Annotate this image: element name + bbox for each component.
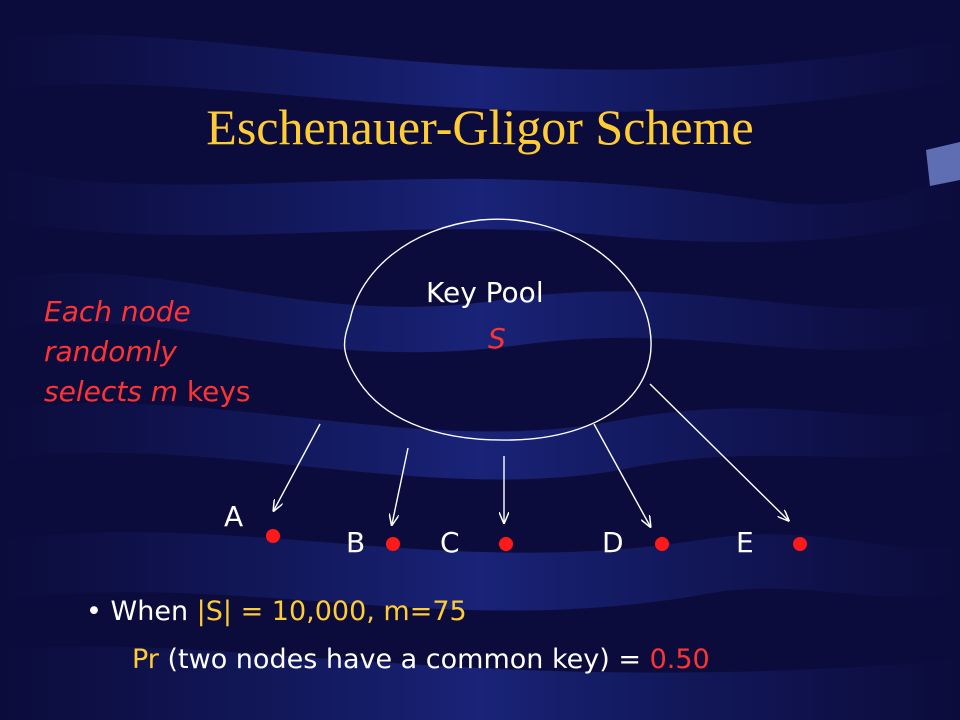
key-pool-circle xyxy=(343,218,652,441)
note-line-2: randomly xyxy=(44,335,177,368)
node-e-dot xyxy=(793,537,807,551)
node-b-dot xyxy=(386,537,400,551)
node-c-dot xyxy=(499,537,513,551)
arrow-to-b xyxy=(392,447,409,524)
note-m-variable: m xyxy=(150,375,178,408)
node-label-a: A xyxy=(224,500,244,533)
bullet-pr: Pr xyxy=(132,644,159,675)
arrow-to-d xyxy=(593,423,650,526)
note-line-3-suffix: keys xyxy=(177,375,251,408)
note-line-3-prefix: selects xyxy=(44,375,151,408)
node-label-e: E xyxy=(736,526,754,559)
key-pool-label: Key Pool xyxy=(426,276,544,309)
selection-note: Each node randomly selects m keys xyxy=(44,292,250,412)
slide-title: Eschenauer-Gligor Scheme xyxy=(206,99,754,155)
bullet-when: When xyxy=(110,596,197,627)
bullet-marker: • xyxy=(86,596,102,627)
bullet-line-1: • When |S| = 10,000, m=75 xyxy=(86,596,467,627)
bullet-pr-text: (two nodes have a common key) = xyxy=(158,644,650,675)
node-d-dot xyxy=(655,537,669,551)
node-a-dot xyxy=(266,529,280,543)
bullet-probability-value: 0.50 xyxy=(649,644,710,675)
key-pool-symbol: S xyxy=(488,322,506,355)
note-line-1: Each node xyxy=(44,295,191,328)
node-label-c: C xyxy=(440,526,460,559)
arrow-to-e xyxy=(649,383,788,520)
node-label-d: D xyxy=(602,526,624,559)
note-line-3: selects m keys xyxy=(44,372,250,412)
arrow-to-a xyxy=(274,423,321,510)
bullet-line-2: Pr (two nodes have a common key) = 0.50 xyxy=(132,644,710,675)
node-label-b: B xyxy=(346,526,366,559)
bullet-parameters: |S| = 10,000, m=75 xyxy=(196,596,467,627)
